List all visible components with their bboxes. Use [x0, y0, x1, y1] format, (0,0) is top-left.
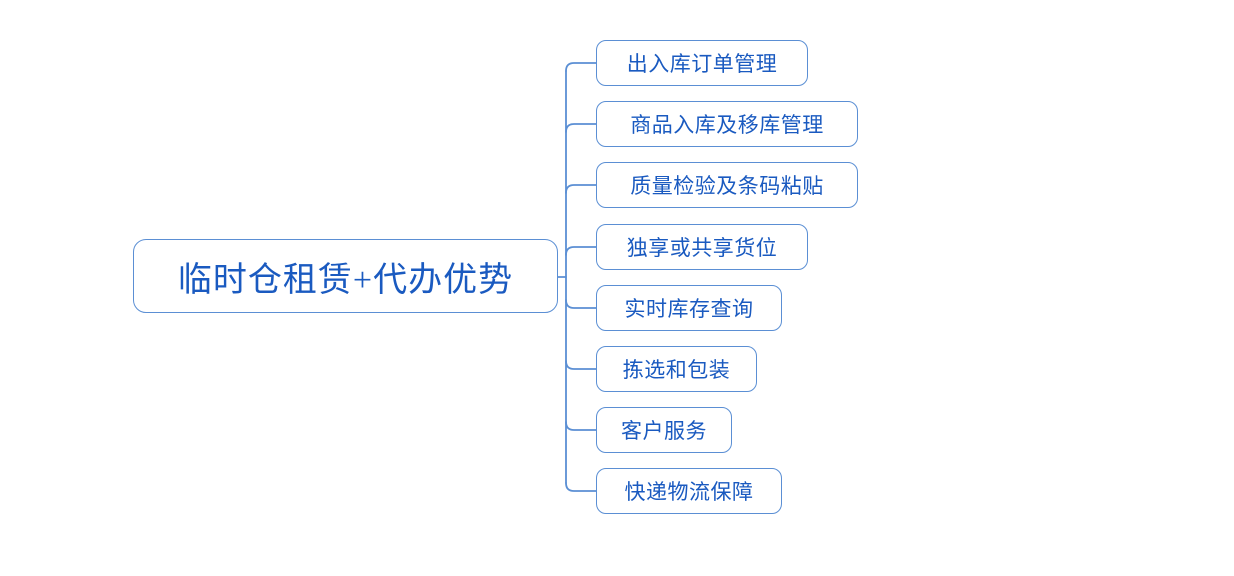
child-node-label: 客户服务 [621, 419, 707, 443]
root-node[interactable]: 临时仓租赁+代办优势 [133, 239, 558, 313]
child-node-6[interactable]: 拣选和包装 [596, 346, 757, 392]
child-node-label: 商品入库及移库管理 [630, 113, 824, 137]
child-node-label: 质量检验及条码粘贴 [630, 174, 824, 198]
child-node-4[interactable]: 独享或共享货位 [596, 224, 808, 270]
connector-branch-2 [565, 123, 597, 133]
connector-branch-1 [565, 62, 597, 72]
child-node-label: 拣选和包装 [622, 358, 731, 382]
child-node-label: 独享或共享货位 [626, 236, 778, 260]
child-node-8[interactable]: 快递物流保障 [596, 468, 782, 514]
child-node-label: 快递物流保障 [624, 480, 754, 504]
child-node-label: 实时库存查询 [624, 297, 754, 321]
connector-branch-4 [565, 246, 597, 256]
connector-branch-3 [565, 184, 597, 194]
connector-branch-5 [565, 299, 597, 309]
child-node-1[interactable]: 出入库订单管理 [596, 40, 808, 86]
root-node-label: 临时仓租赁+代办优势 [177, 261, 514, 299]
child-node-7[interactable]: 客户服务 [596, 407, 732, 453]
connector-branch-7 [565, 421, 597, 431]
child-node-label: 出入库订单管理 [626, 52, 778, 76]
child-node-2[interactable]: 商品入库及移库管理 [596, 101, 858, 147]
connector-branch-8 [565, 482, 597, 492]
child-node-3[interactable]: 质量检验及条码粘贴 [596, 162, 858, 208]
child-node-5[interactable]: 实时库存查询 [596, 285, 782, 331]
connector-branch-6 [565, 360, 597, 370]
